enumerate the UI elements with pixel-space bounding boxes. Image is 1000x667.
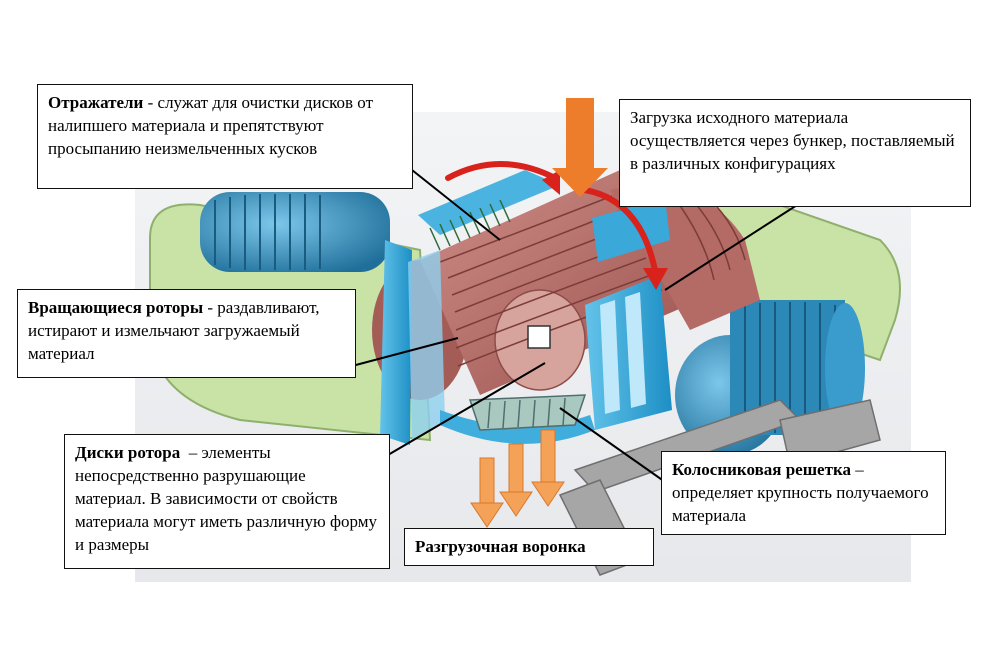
callout-rotors-title: Вращающиеся роторы: [28, 298, 204, 317]
callout-discharge-funnel: Разгрузочная воронка: [404, 528, 654, 566]
callout-grate-title: Колосниковая решетка: [672, 460, 851, 479]
callout-discharge-funnel-title: Разгрузочная воронка: [415, 537, 586, 556]
leader-lines: [351, 169, 809, 485]
blue-housing: [380, 170, 672, 445]
rotation-arrowhead-right: [643, 268, 668, 290]
left-motor: [200, 192, 390, 272]
grate: [468, 394, 587, 431]
callout-rotor-disks: Диски ротора – элементы непосредственно …: [64, 434, 390, 569]
callout-rotors-text: - раздавливают, истирают и измельчают за…: [28, 298, 320, 363]
callout-loading: Загрузка исходного материала осуществляе…: [619, 99, 971, 207]
rotation-arrows: [445, 161, 658, 273]
callout-rotors: Вращающиеся роторы - раздавливают, истир…: [17, 289, 356, 378]
callout-reflectors-title: Отражатели: [48, 93, 144, 112]
callout-reflectors-text: - служат для очистки дисков от налипшего…: [48, 93, 374, 158]
feed-arrow: [552, 98, 608, 197]
callout-grate-text: – определяет крупность получаемого матер…: [672, 460, 929, 525]
callout-reflectors: Отражатели - служат для очистки дисков о…: [37, 84, 413, 189]
callout-rotor-disks-text: – элементы непосредственно разрушающие м…: [75, 443, 382, 554]
discharge-arrows: [470, 429, 565, 528]
callout-grate: Колосниковая решетка – определяет крупно…: [661, 451, 946, 535]
callout-rotor-disks-title: Диски ротора: [75, 443, 181, 462]
callout-loading-text: Загрузка исходного материала осуществляе…: [630, 108, 955, 173]
rotation-arrowhead-left: [542, 170, 560, 195]
